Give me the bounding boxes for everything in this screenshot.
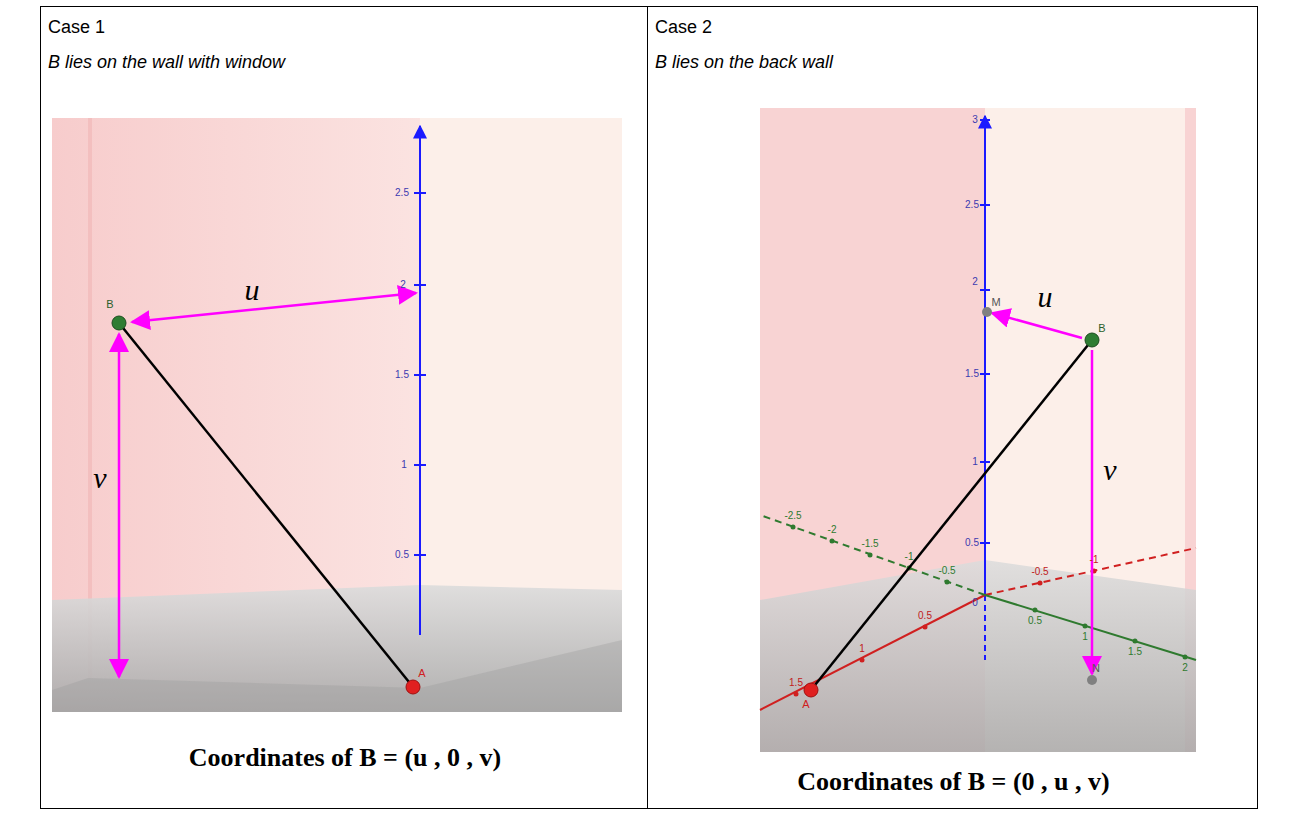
table-cell: Case 1 B lies on the wall with windowCoor… [40, 6, 648, 809]
tick-label: 3 [972, 115, 978, 125]
illustration-line [414, 192, 426, 194]
tick-label: 2.5 [965, 200, 979, 210]
point-label: B [1098, 323, 1105, 334]
illustration-line [980, 373, 990, 375]
illustration-line [811, 340, 1092, 690]
illustration-line [980, 542, 990, 544]
illustration-circle [794, 692, 799, 697]
illustration-circle [1183, 655, 1188, 660]
illustration-circle [1087, 675, 1097, 685]
tick-label: 0.5 [918, 611, 932, 621]
illustration-circle [945, 580, 950, 585]
illustration-circle [1083, 624, 1088, 629]
tick-label: 1 [1082, 632, 1088, 642]
tick-label: 2 [400, 280, 406, 290]
illustration-line [980, 204, 990, 206]
illustration-line [414, 284, 426, 286]
illustration-line [414, 464, 426, 466]
illustration-line [980, 119, 990, 121]
tick-label: 1.5 [395, 370, 409, 380]
tick-label: -2.5 [784, 511, 801, 521]
illustration-circle [868, 553, 873, 558]
variable-label: v [93, 463, 106, 493]
tick-label: 1.5 [789, 678, 803, 688]
illustration-circle [830, 539, 835, 544]
tick-label: 1 [972, 457, 978, 467]
case-heading: Case 2 [655, 17, 712, 38]
illustration-line [980, 461, 990, 463]
illustration-circle [1085, 333, 1099, 347]
variable-label: v [1103, 455, 1116, 485]
illustration-line [760, 515, 985, 595]
illustration-circle [923, 625, 928, 630]
tick-label: -0.5 [938, 566, 955, 576]
tick-label: -0.5 [1031, 567, 1048, 577]
illustration-polygon [52, 640, 622, 712]
illustration-circle [791, 525, 796, 530]
table-cell: Case 2 B lies on the back wallCoordinates… [647, 6, 1258, 809]
tick-label: -2 [828, 525, 837, 535]
illustration-circle [406, 680, 420, 694]
tick-label: -1 [905, 552, 914, 562]
illustration-line [984, 116, 986, 595]
variable-label: u [1038, 282, 1053, 312]
illustration-line [992, 313, 1082, 338]
illustration-circle [860, 658, 865, 663]
case-heading: Case 1 [48, 17, 105, 38]
tick-label: 2 [972, 277, 978, 287]
point-label: N [1092, 663, 1100, 674]
illustration-line [1091, 350, 1094, 674]
tick-label: -1.5 [861, 539, 878, 549]
point-label: A [802, 699, 809, 710]
case-subtitle: B lies on the back wall [655, 52, 833, 73]
illustration-line [984, 595, 986, 660]
variable-label: u [245, 275, 260, 305]
tick-label: 0.5 [1028, 616, 1042, 626]
point-label: A [418, 668, 425, 679]
illustration-line [980, 289, 990, 291]
tick-label: 2.5 [395, 188, 409, 198]
illustration-line [132, 293, 416, 322]
coordinates-caption: Coordinates of B = (u , 0 , v) [189, 743, 501, 773]
tick-label: 1.5 [965, 369, 979, 379]
illustration-circle [1033, 608, 1038, 613]
illustration-line [985, 595, 1196, 660]
tick-label: 2 [1182, 663, 1188, 673]
illustration-circle [804, 683, 818, 697]
point-label: M [991, 297, 1000, 308]
coordinates-caption: Coordinates of B = (0 , u , v) [797, 767, 1109, 797]
illustration-line [419, 126, 421, 635]
illustration-polygon [760, 560, 1196, 752]
illustration-line [118, 334, 121, 677]
illustration-circle [1133, 639, 1138, 644]
tick-label: 0 [972, 598, 978, 608]
case-subtitle: B lies on the wall with window [48, 52, 285, 73]
illustration-line [414, 374, 426, 376]
illustration-line [414, 554, 426, 556]
illustration-rect [88, 118, 92, 678]
tick-label: -1 [1090, 555, 1099, 565]
illustration-line [119, 323, 413, 687]
tick-label: 1 [859, 644, 865, 654]
point-label: B [106, 299, 113, 310]
illustration-polygon [52, 585, 622, 712]
tick-label: 0.5 [965, 538, 979, 548]
illustration-circle [112, 316, 126, 330]
illustration-circle [982, 307, 992, 317]
tick-label: 0.5 [395, 550, 409, 560]
illustration-line [985, 548, 1196, 595]
tick-label: 1 [401, 460, 407, 470]
illustration-circle [1038, 581, 1043, 586]
tick-label: 1.5 [1128, 647, 1142, 657]
